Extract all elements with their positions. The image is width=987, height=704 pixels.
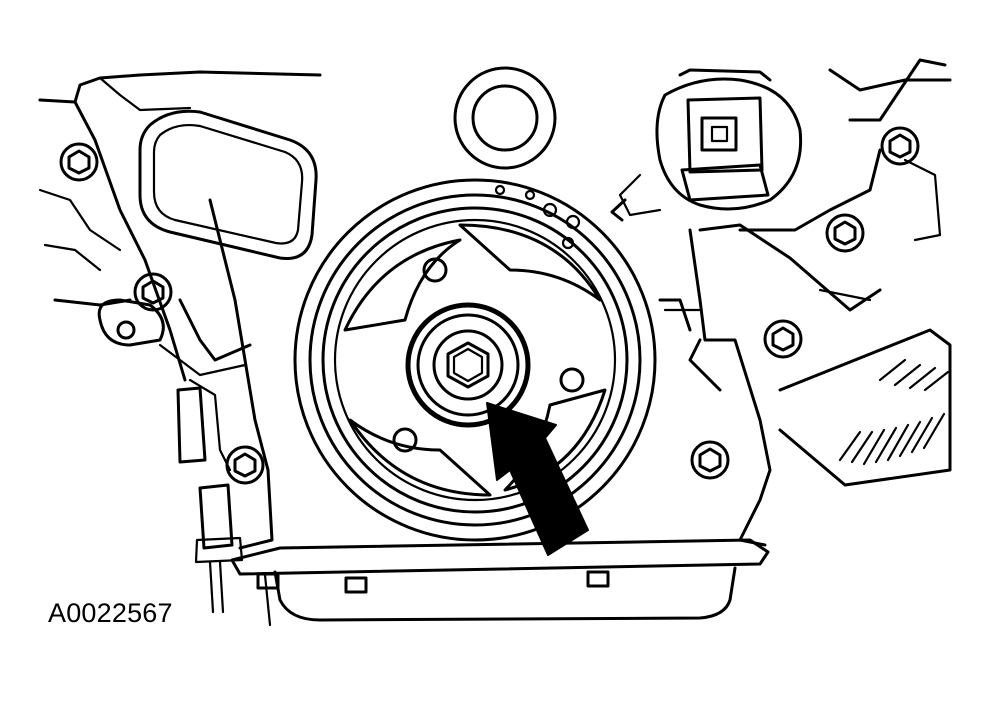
hex-bolt-icon: [880, 126, 920, 166]
crankshaft-bolt-hex-icon: [446, 341, 490, 389]
engine-front-cover: [38, 58, 952, 627]
cover-bolts: [59, 126, 920, 594]
figure-code-label: A0022567: [48, 598, 173, 628]
crankshaft-damper: [293, 178, 657, 542]
hex-bolt-icon: [225, 445, 265, 485]
bolt-icon: [586, 570, 610, 588]
hex-bolt-icon: [825, 213, 865, 253]
hex-bolt-icon: [763, 319, 803, 359]
hex-bolt-icon: [59, 142, 99, 182]
hex-bolt-icon: [690, 440, 730, 480]
bolt-icon: [344, 576, 368, 594]
hex-bolt-icon: [133, 272, 173, 312]
bolt-icon: [256, 572, 280, 590]
oil-filter-ribs: [838, 358, 950, 466]
hex-bolt-icon: [116, 320, 136, 340]
arrow-icon: [486, 402, 589, 556]
